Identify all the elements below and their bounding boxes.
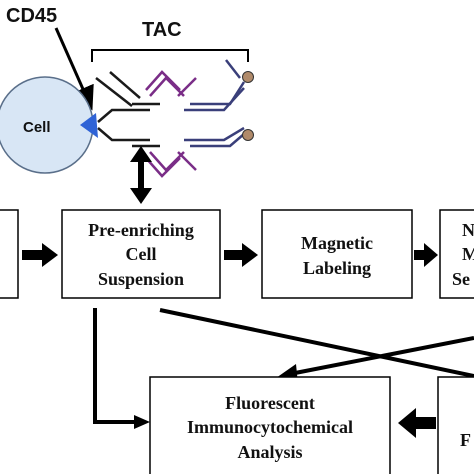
cd45-pointer-arrow bbox=[54, 27, 94, 111]
right-partial-line1: N bbox=[462, 220, 474, 240]
magnetic-bead-bottom bbox=[242, 129, 254, 141]
arrow-to-right-partial bbox=[414, 243, 438, 267]
cd45-marker bbox=[80, 113, 98, 138]
fluorescent-line1: Fluorescent bbox=[225, 393, 315, 413]
arrow-to-fluorescent bbox=[398, 408, 436, 438]
bottom-right-partial-box: F bbox=[437, 376, 474, 474]
pre-enriching-line3: Suspension bbox=[98, 269, 184, 289]
magnetic-bead-top bbox=[242, 71, 254, 83]
arrow-to-magnetic bbox=[224, 243, 258, 267]
right-partial-line2: M bbox=[462, 244, 474, 264]
bottom-right-partial-line1: F bbox=[460, 430, 471, 450]
tetrameric-antibody-complex bbox=[95, 59, 246, 178]
right-partial-box: N M Se bbox=[439, 209, 474, 299]
magnetic-line2: Labeling bbox=[303, 258, 371, 278]
right-partial-line3: Se bbox=[452, 269, 470, 289]
arrow-pre-enriching-to-fluorescent bbox=[93, 308, 150, 429]
crossing-arrows bbox=[159, 308, 474, 384]
left-partial-box bbox=[0, 209, 19, 299]
fluorescent-line3: Analysis bbox=[237, 442, 302, 462]
pre-enriching-box: Pre-enriching Cell Suspension bbox=[61, 209, 221, 299]
cd45-label: CD45 bbox=[6, 5, 57, 27]
pre-enriching-line1: Pre-enriching bbox=[88, 220, 194, 240]
pre-enriching-line2: Cell bbox=[126, 244, 157, 264]
magnetic-labeling-box: Magnetic Labeling bbox=[261, 209, 413, 299]
arrow-to-pre-enriching bbox=[22, 243, 58, 267]
tac-bracket bbox=[91, 49, 249, 62]
fluorescent-analysis-box: Fluorescent Immunocytochemical Analysis bbox=[149, 376, 391, 474]
cell-label: Cell bbox=[23, 119, 51, 136]
double-arrow-vertical bbox=[130, 146, 152, 204]
fluorescent-line2: Immunocytochemical bbox=[187, 417, 353, 437]
tac-label: TAC bbox=[142, 19, 182, 41]
magnetic-line1: Magnetic bbox=[301, 233, 373, 253]
